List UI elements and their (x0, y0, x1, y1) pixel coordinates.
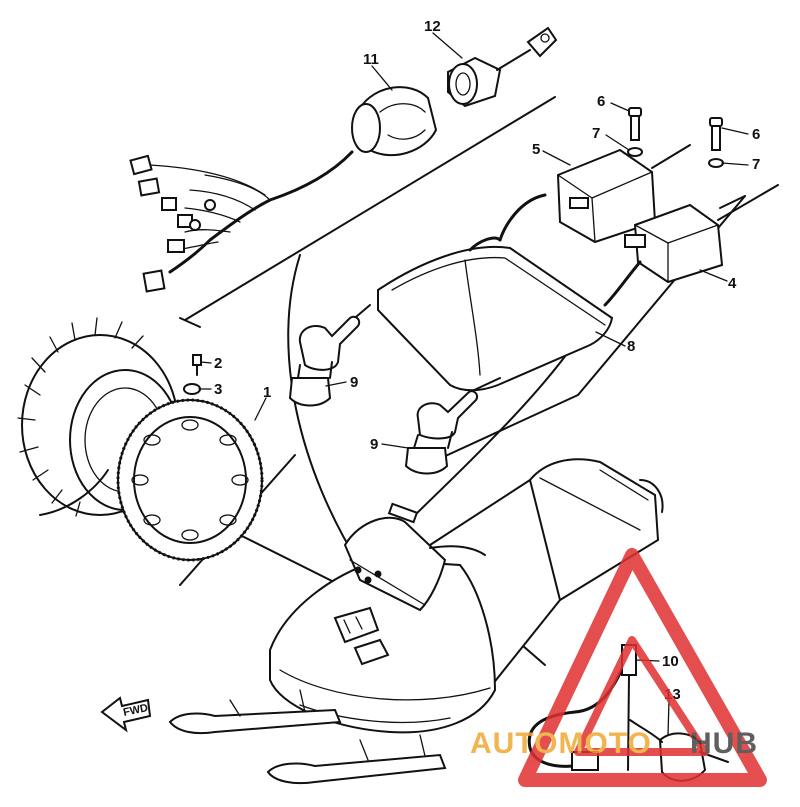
callout-4: 4 (728, 275, 737, 292)
main-switch-part (447, 26, 558, 108)
cdi-unit (349, 236, 614, 393)
callout-9-lower: 9 (370, 436, 378, 453)
callout-3: 3 (214, 381, 222, 398)
callout-7-right: 7 (752, 156, 760, 173)
bolt-washer-right (708, 117, 724, 168)
callout-6-right: 6 (752, 126, 760, 143)
callout-7-left: 7 (592, 125, 600, 142)
callout-6-left: 6 (597, 93, 605, 110)
watermark-word-hub: HUB (690, 727, 758, 760)
callout-9-upper: 9 (350, 374, 358, 391)
plug-cap-upper (288, 315, 361, 407)
callout-2: 2 (214, 355, 222, 372)
callout-5: 5 (532, 141, 540, 158)
callout-11: 11 (363, 51, 379, 68)
wire-harness-part (129, 86, 438, 293)
callout-12: 12 (424, 18, 441, 35)
callout-8: 8 (627, 338, 635, 355)
watermark: AUTOMOTO HUB (470, 548, 767, 787)
bolt-washer-left (627, 107, 643, 157)
plug-cap-lower (404, 390, 478, 475)
magneto-bolt-washer (183, 354, 202, 395)
watermark-triangle-inner (574, 636, 709, 756)
snowmobile-body (168, 458, 664, 785)
forward-direction-arrow: FWD (100, 696, 152, 733)
watermark-word-automoto: AUTOMOTO (470, 727, 652, 760)
ring-gear (116, 398, 264, 562)
callout-leaders (198, 32, 749, 736)
callout-10: 10 (662, 653, 679, 670)
watermark-triangle-outer (518, 548, 767, 787)
fwd-label: FWD (122, 702, 149, 719)
ignition-coil-lower (603, 184, 779, 307)
callout-1: 1 (263, 384, 271, 401)
